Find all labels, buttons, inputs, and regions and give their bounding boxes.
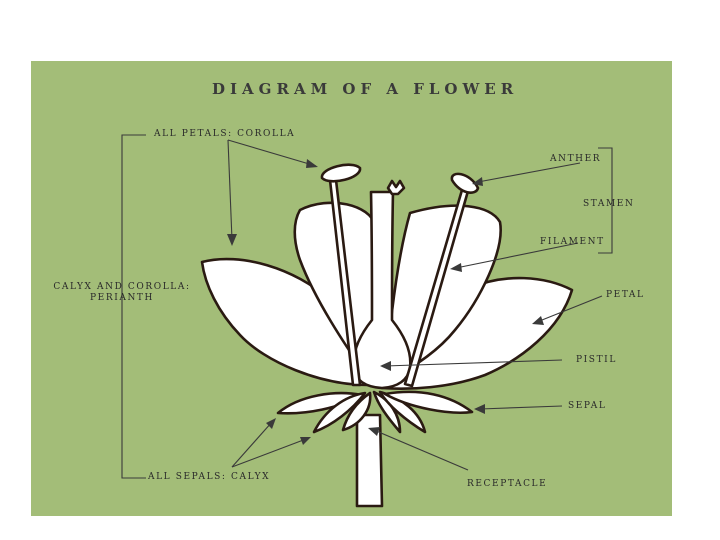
pistil <box>352 190 412 390</box>
label-sepal: SEPAL <box>568 401 607 411</box>
sepal-center-left <box>341 391 372 432</box>
stigma <box>386 179 406 196</box>
sepal-left <box>312 391 367 434</box>
label-stamen: STAMEN <box>583 199 635 209</box>
stem <box>355 413 384 508</box>
diagram-title: DIAGRAM OF A FLOWER <box>212 80 519 98</box>
sepal-far-right <box>383 390 474 414</box>
stamen-bracket <box>598 147 613 254</box>
perianth-bracket <box>121 134 146 479</box>
label-filament: FILAMENT <box>540 237 605 247</box>
label-calyx-and-corolla: CALYX AND COROLLA: <box>53 282 191 292</box>
label-perianth: CALYX AND COROLLA: PERIANTH <box>40 282 204 304</box>
sepal-right <box>378 390 427 434</box>
label-pistil: PISTIL <box>576 355 617 365</box>
sepal-center-right <box>372 390 402 434</box>
left-anther <box>320 163 362 183</box>
right-anther <box>450 172 480 194</box>
label-anther: ANTHER <box>550 154 602 164</box>
label-receptacle: RECEPTACLE <box>467 479 548 489</box>
label-all-petals: ALL PETALS: COROLLA <box>154 129 296 139</box>
label-petal: PETAL <box>606 290 645 300</box>
label-perianth-word: PERIANTH <box>90 293 154 303</box>
label-all-sepals: ALL SEPALS: CALYX <box>148 472 271 482</box>
